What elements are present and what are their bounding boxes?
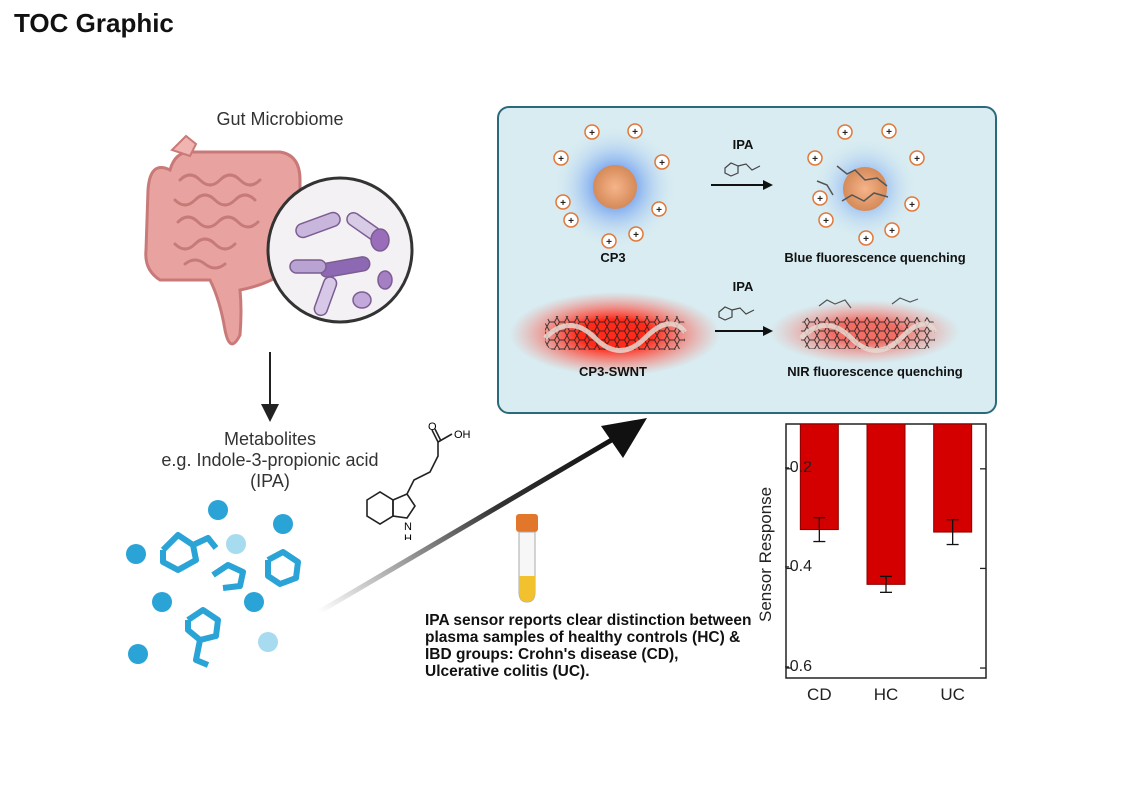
nir-quenching-caption: NIR fluorescence quenching [787,364,963,379]
svg-text:+: + [886,127,892,138]
metabolite-cluster [126,500,301,668]
x-tick-hc: HC [874,685,899,704]
cp3-quenched-particle [843,167,887,211]
metabolites-label: Metabolites e.g. Indole-3-propionic acid… [120,429,420,492]
sensor-mechanism-artwork: +++ +++ +++ +++ +++ +++ [510,123,960,376]
svg-text:+: + [659,158,665,169]
x-tick-uc: UC [940,685,965,704]
svg-text:+: + [812,154,818,165]
metabolites-line-3: (IPA) [250,471,290,491]
svg-text:+: + [632,127,638,138]
gut-microbiome-illustration [144,134,414,346]
svg-text:+: + [560,198,566,209]
ipa-label-bottom: IPA [732,279,754,294]
svg-text:+: + [817,194,823,205]
svg-text:+: + [589,128,595,139]
o-label: O [428,421,437,433]
gut-microbiome-label: Gut Microbiome [216,109,344,129]
sensor-response-chart: CD HC UC [785,423,987,704]
svg-text:+: + [558,154,564,165]
error-bar-hc [880,575,892,593]
svg-text:+: + [656,205,662,216]
sample-tube-icon [516,514,538,603]
ipa-label-top: IPA [732,137,754,152]
chart-y-axis-title: Sensor Response [756,486,775,622]
svg-text:+: + [823,216,829,227]
h-label: H [404,533,412,540]
y-tick-label: -0.2 [784,458,812,476]
diagonal-arrow [317,418,647,615]
swnt-quenched-nanotube [801,317,935,349]
cp3-particle [593,165,637,209]
metabolites-line-2: e.g. Indole-3-propionic acid [161,450,379,470]
down-arrow [261,352,279,422]
ipa-mini-molecule-top [724,162,761,177]
microbe-magnifier [266,176,414,324]
svg-text:+: + [914,154,920,165]
bar-hc [866,423,906,585]
positive-charges-left [553,123,670,249]
bar-cd [799,423,839,531]
svg-text:+: + [889,226,895,237]
svg-text:+: + [633,230,639,241]
metabolites-line-1: Metabolites [223,429,317,449]
ipa-structure: O OH N H [366,421,471,540]
swnt-caption: CP3-SWNT [579,364,647,379]
nh-label: N [404,521,412,533]
y-tick-label: -0.6 [784,658,812,676]
cp3-caption: CP3 [600,250,626,265]
oh-label: OH [454,429,471,441]
svg-text:+: + [568,216,574,227]
svg-text:+: + [606,237,612,248]
ipa-mini-molecule-bottom [718,306,755,321]
swnt-nanotube [545,316,685,350]
x-tick-cd: CD [807,685,832,704]
svg-text:+: + [863,234,869,245]
page-title: TOC Graphic [14,8,174,38]
svg-text:+: + [909,200,915,211]
svg-text:+: + [842,128,848,139]
bar-uc [933,423,973,533]
error-bar-uc [946,518,959,546]
error-bar-cd [813,516,826,543]
summary-text: IPA sensor reports clear distinction bet… [425,612,752,680]
y-tick-label: -0.4 [784,558,812,576]
blue-quenching-caption: Blue fluorescence quenching [784,250,966,265]
